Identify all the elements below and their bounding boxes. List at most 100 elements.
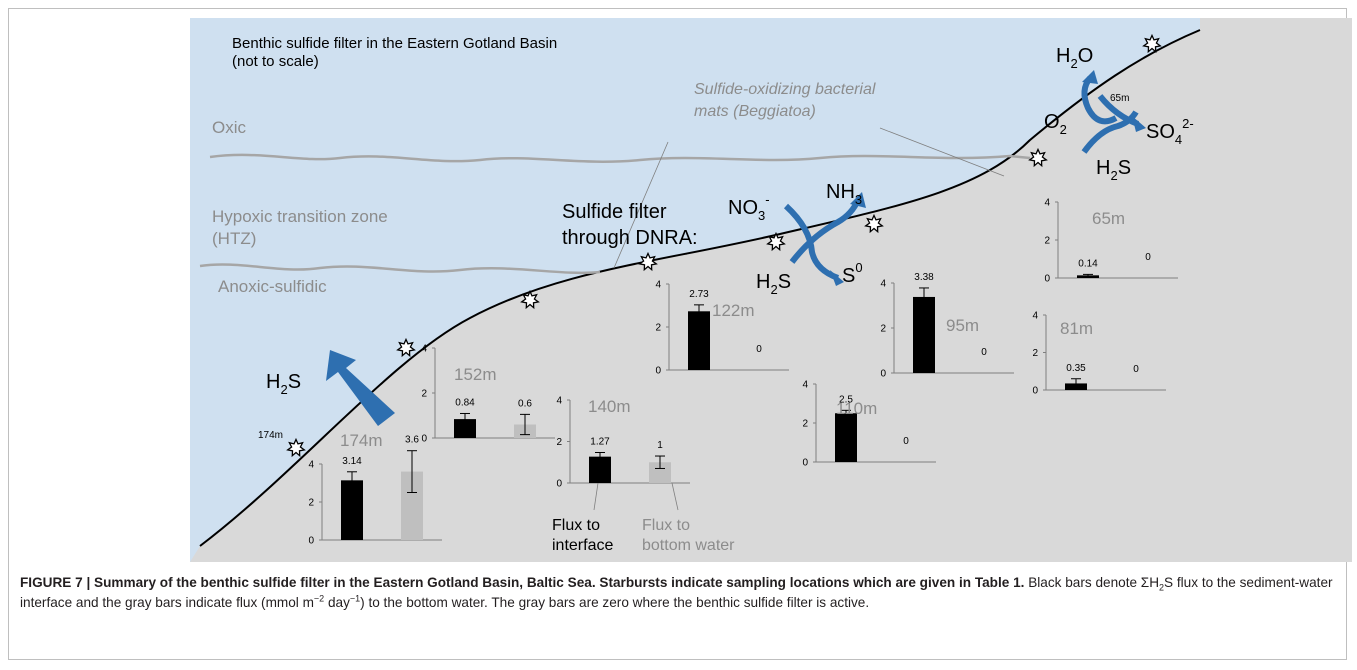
bar-flux-to-interface	[454, 419, 476, 438]
figure-caption: FIGURE 7 | Summary of the benthic sulfid…	[20, 573, 1340, 612]
chart-depth-title: 140m	[588, 397, 631, 416]
bar-flux-to-interface	[589, 456, 611, 483]
data-label: 3.38	[914, 272, 934, 283]
chart-tick-label: 0	[1044, 274, 1050, 285]
dnra-label: Sulfide filter	[562, 201, 667, 223]
data-label: 0	[903, 436, 909, 447]
caption-sup-2: −1	[349, 592, 361, 603]
chart-tick-label: 4	[556, 396, 562, 407]
oxic-arrow-1	[1081, 76, 1118, 125]
mats-label-2: mats (Beggiatoa)	[694, 103, 816, 120]
data-label: 0.6	[518, 398, 532, 409]
caption-sup-1: −2	[313, 592, 325, 603]
oxic-arrow-2	[1081, 110, 1139, 154]
sampling-starburst-icon	[638, 251, 658, 272]
mats-label: Sulfide-oxidizing bacterial	[694, 81, 876, 98]
dnra-arrow-2	[789, 198, 861, 264]
data-label: 0	[1145, 252, 1151, 263]
sediment	[190, 30, 1352, 562]
caption-text-2: S flux to the sediment-water interface a…	[20, 575, 1333, 610]
diagram-subtitle: (not to scale)	[232, 53, 319, 70]
chart-tick-label: 4	[421, 344, 427, 355]
depth-65-marker: 65m	[1110, 93, 1129, 104]
chart-depth-title: 122m	[712, 301, 755, 320]
chart-tick-label: 4	[1044, 198, 1050, 209]
chart-tick-label: 4	[655, 280, 661, 291]
bar-flux-to-interface	[688, 311, 710, 370]
chart-tick-label: 2	[556, 437, 562, 448]
oxic-o2: O2	[1044, 111, 1067, 137]
chart-tick-label: 0	[556, 479, 562, 490]
chart-tick-label: 0	[880, 369, 886, 380]
legend-black-label-2: interface	[552, 537, 613, 554]
chart-tick-label: 0	[421, 434, 427, 445]
dnra-label-2: through DNRA:	[562, 227, 698, 249]
sampling-starburst-icon	[286, 437, 306, 458]
dnra-s0: S0	[842, 260, 863, 287]
data-label: 0.84	[455, 397, 475, 408]
caption-sub-1: 2	[1159, 582, 1165, 593]
bar-flux-to-interface	[341, 480, 363, 540]
chart-depth-title: 65m	[1092, 209, 1125, 228]
legend-black-label: Flux to	[552, 517, 600, 534]
bar-chart-140m: 0 2 4 1.27 1 140m	[556, 396, 690, 490]
chart-tick-label: 2	[308, 498, 314, 509]
caption-text-3: day	[324, 594, 350, 610]
caption-table-ref[interactable]: Table 1.	[974, 575, 1025, 590]
diagram-title: Benthic sulfide filter in the Eastern Go…	[232, 35, 557, 52]
chart-tick-label: 2	[1032, 348, 1038, 359]
chart-tick-label: 4	[1032, 311, 1038, 322]
zone-htz-abbrev: (HTZ)	[212, 229, 256, 248]
zone-htz-label: Hypoxic transition zone	[212, 207, 388, 226]
chart-tick-label: 4	[802, 380, 808, 391]
oxic-htz-boundary	[209, 153, 1031, 163]
bar-flux-to-bottom-water	[649, 462, 671, 483]
chart-tick-label: 0	[655, 366, 661, 377]
bar-flux-to-interface	[835, 413, 857, 462]
caption-text-4: ) to the bottom water. The gray bars are…	[360, 594, 870, 610]
zone-anoxic-label: Anoxic-sulfidic	[218, 277, 327, 296]
bar-flux-to-bottom-water	[401, 471, 423, 540]
chart-depth-title: 110m	[836, 399, 877, 418]
chart-tick-label: 0	[1032, 386, 1038, 397]
chart-tick-label: 4	[880, 279, 886, 290]
depth-174-marker: 174m	[258, 430, 283, 441]
legend-gray-label: Flux to	[642, 517, 690, 534]
sampling-starburst-icon	[520, 289, 540, 310]
caption-heading: FIGURE 7 | Summary of the benthic sulfid…	[20, 575, 972, 590]
dnra-nh3: NH3	[826, 181, 862, 207]
data-label: 3.14	[342, 456, 362, 467]
data-label: 0.35	[1066, 363, 1086, 374]
sampling-starburst-icon	[766, 231, 786, 252]
bar-chart-122m: 0 2 4 2.73 0 122m	[655, 280, 789, 377]
sampling-starburst-icon	[1142, 33, 1162, 54]
htz-anoxic-boundary	[199, 263, 601, 275]
zone-oxic-label: Oxic	[212, 118, 247, 137]
data-label: 0	[756, 344, 762, 355]
bar-flux-to-interface	[913, 296, 935, 373]
data-label: 0	[1133, 364, 1139, 375]
h2s-efflux-arrow	[326, 350, 395, 426]
data-label: 1	[657, 440, 663, 451]
data-label: 3.6	[405, 435, 419, 446]
data-label: 1.27	[590, 436, 610, 447]
sampling-starburst-icon	[864, 213, 884, 234]
data-label: 0.14	[1078, 258, 1098, 269]
sampling-starburst-icon	[396, 337, 416, 358]
h2s-efflux-label: H2S	[266, 371, 301, 397]
chart-tick-label: 0	[308, 536, 314, 547]
chart-tick-label: 2	[421, 389, 427, 400]
dnra-h2s: H2S	[756, 271, 791, 297]
data-label: 2.73	[689, 289, 709, 300]
data-label: 2.5	[839, 394, 853, 405]
oxic-h2s: H2S	[1096, 157, 1131, 183]
chart-tick-label: 2	[655, 323, 661, 334]
oxic-so4: SO42-	[1146, 116, 1194, 147]
